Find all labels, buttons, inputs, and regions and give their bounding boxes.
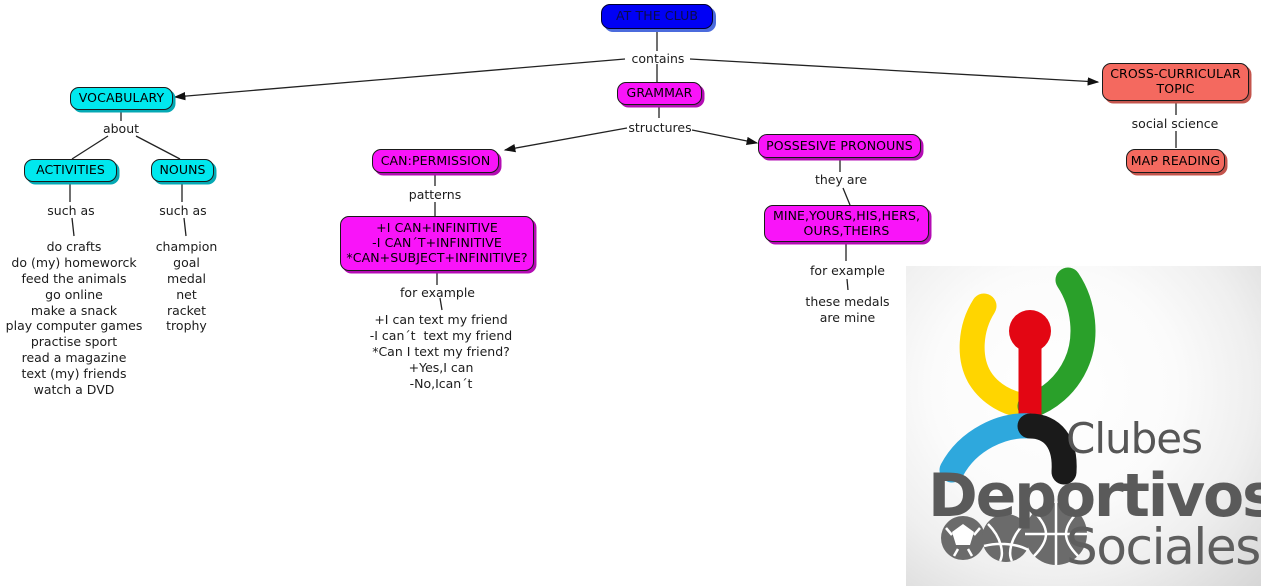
node-vocabulary[interactable]: VOCABULARY — [70, 87, 173, 110]
link-label-contains: contains — [631, 51, 685, 66]
node-can-patterns[interactable]: +I CAN+INFINITIVE -I CAN´T+INFINITIVE *C… — [340, 216, 534, 271]
node-at-the-club[interactable]: AT THE CLUB — [601, 4, 713, 29]
logo-line-clubes: Clubes — [1066, 414, 1203, 463]
link-label-they-are: they are — [814, 172, 868, 187]
link-label-social-science: social science — [1131, 116, 1219, 131]
link-label-structures: structures — [628, 120, 692, 135]
node-can-permission[interactable]: CAN:PERMISSION — [372, 149, 499, 173]
link-label-such-as-nouns: such as — [159, 203, 207, 218]
link-label-patterns: patterns — [408, 187, 462, 202]
node-possesive-pronouns[interactable]: POSSESIVE PRONOUNS — [758, 134, 921, 158]
logo-line-sociales: Sociales — [1066, 518, 1261, 576]
link-label-about: about — [102, 121, 140, 136]
leaf-nouns-list: champion goal medal net racket trophy — [155, 239, 218, 334]
node-activities[interactable]: ACTIVITIES — [24, 159, 117, 182]
node-nouns[interactable]: NOUNS — [151, 159, 214, 182]
clubes-deportivos-sociales-logo: Clubes Deportivos Sociales — [906, 266, 1261, 586]
node-grammar[interactable]: GRAMMAR — [617, 82, 702, 105]
link-label-such-as-activities: such as — [47, 203, 95, 218]
leaf-pronoun-example: these medals are mine — [805, 294, 890, 325]
node-cross-curricular-topic[interactable]: CROSS-CURRICULAR TOPIC — [1102, 63, 1249, 101]
logo-line-deportivos: Deportivos — [928, 461, 1261, 531]
link-label-for-example-can: for example — [400, 285, 475, 300]
node-map-reading[interactable]: MAP READING — [1126, 149, 1225, 173]
leaf-activities-list: do crafts do (my) homeworck feed the ani… — [5, 239, 143, 397]
node-pronoun-list[interactable]: MINE,YOURS,HIS,HERS, OURS,THEIRS — [764, 205, 929, 242]
logo-figure-icon — [939, 267, 1096, 565]
leaf-can-examples: +I can text my friend -I can´t text my f… — [369, 312, 513, 391]
link-label-for-example-pronouns: for example — [810, 263, 885, 278]
